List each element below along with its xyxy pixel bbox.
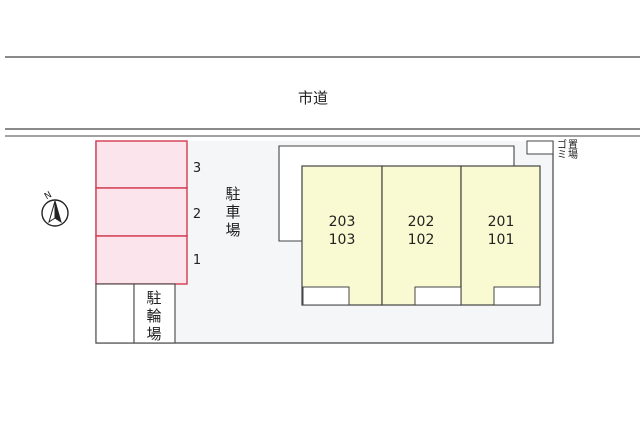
unit-number: 102 bbox=[408, 232, 435, 248]
parking-label-char: 駐 bbox=[225, 185, 240, 203]
parking-space-3 bbox=[95, 140, 188, 189]
bicycle-parking-label-char: 駐 bbox=[146, 289, 161, 307]
parking-space-2 bbox=[95, 187, 188, 237]
unit-201-101 bbox=[460, 165, 541, 306]
unit-number: 203 bbox=[329, 214, 356, 230]
unit-number: 101 bbox=[488, 232, 515, 248]
bicycle-parking-area bbox=[133, 283, 176, 344]
parking-space-1 bbox=[95, 235, 188, 285]
road-label: 市道 bbox=[298, 89, 328, 107]
compass-north-label: N bbox=[43, 190, 54, 202]
unit-203-103 bbox=[301, 165, 383, 306]
parking-label-char: 場 bbox=[225, 221, 240, 239]
garbage-label-char: ゴ bbox=[557, 138, 567, 151]
garbage-area: ゴ ミ 置 場 bbox=[526, 138, 578, 161]
parking-space-number: 3 bbox=[193, 161, 201, 176]
bicycle-parking-label-char: 場 bbox=[146, 325, 161, 343]
garbage-label-char: 置 bbox=[568, 139, 578, 151]
parking-label-char: 車 bbox=[225, 203, 240, 221]
unit-number: 202 bbox=[408, 214, 435, 230]
parking-label: 駐 車 場 bbox=[225, 185, 240, 239]
parking-space-number: 1 bbox=[193, 253, 201, 268]
unit-entrance bbox=[493, 286, 541, 306]
garbage-box bbox=[526, 140, 554, 155]
garbage-label-char: ミ bbox=[557, 150, 567, 161]
unit-number: 201 bbox=[488, 214, 515, 230]
bicycle-parking-left-area bbox=[95, 283, 135, 344]
building-units: 203 103 202 102 201 101 bbox=[301, 165, 541, 306]
garbage-label-char: 場 bbox=[568, 148, 578, 161]
unit-202-102 bbox=[381, 165, 462, 306]
bicycle-parking-label-char: 輪 bbox=[146, 307, 161, 325]
parking-spaces: 3 2 1 bbox=[95, 140, 201, 285]
bicycle-parking: 駐 輪 場 bbox=[95, 283, 176, 344]
road: 市道 bbox=[5, 56, 640, 137]
unit-entrance bbox=[302, 286, 350, 306]
parking-space-number: 2 bbox=[193, 207, 201, 222]
north-compass-icon: N bbox=[41, 190, 69, 227]
unit-number: 103 bbox=[329, 232, 356, 248]
unit-entrance bbox=[414, 286, 462, 306]
